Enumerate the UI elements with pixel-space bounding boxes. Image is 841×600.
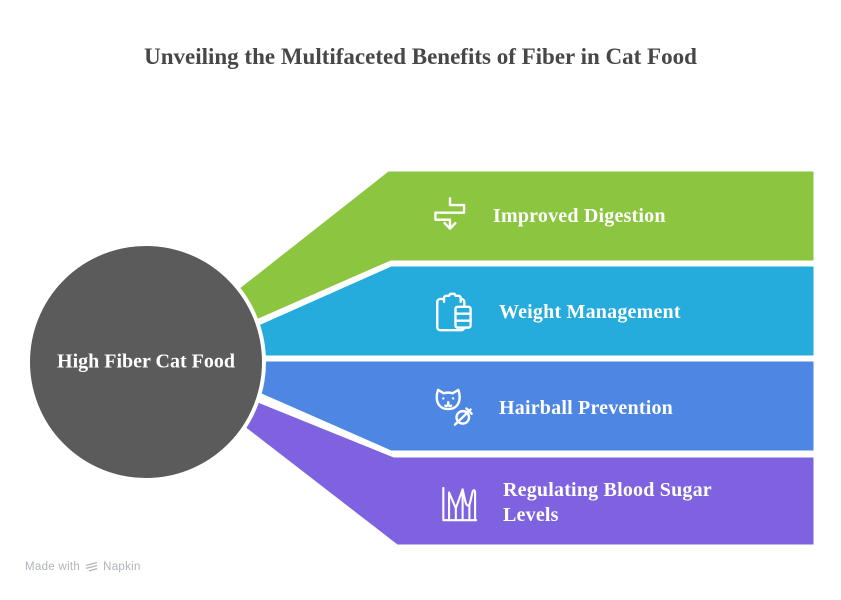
benefit-label: Weight Management xyxy=(499,300,681,323)
digestion-flow-icon xyxy=(423,189,477,243)
fluctuating-chart-icon xyxy=(433,476,487,530)
watermark-brand: Napkin xyxy=(103,561,141,573)
benefit-label: Hairball Prevention xyxy=(499,396,673,419)
hub-circle xyxy=(26,242,266,482)
benefit-label: Improved Digestion xyxy=(493,204,666,227)
benefit-row: Improved Digestion xyxy=(423,189,666,243)
watermark-prefix: Made with xyxy=(25,561,81,573)
page-title: Unveiling the Multifaceted Benefits of F… xyxy=(144,44,697,69)
napkin-logo-icon xyxy=(85,562,98,572)
clipboard-checklist-icon xyxy=(429,285,483,339)
made-with-napkin-watermark: Made with Napkin xyxy=(25,561,141,573)
cat-no-hairball-icon xyxy=(429,381,483,435)
hub-label: High Fiber Cat Food xyxy=(57,350,235,373)
benefit-row: Weight Management xyxy=(429,285,681,339)
benefit-row: Hairball Prevention xyxy=(429,381,673,435)
benefit-label: Regulating Blood Sugar Levels xyxy=(503,479,712,526)
benefit-row: Regulating Blood Sugar Levels xyxy=(433,476,753,530)
